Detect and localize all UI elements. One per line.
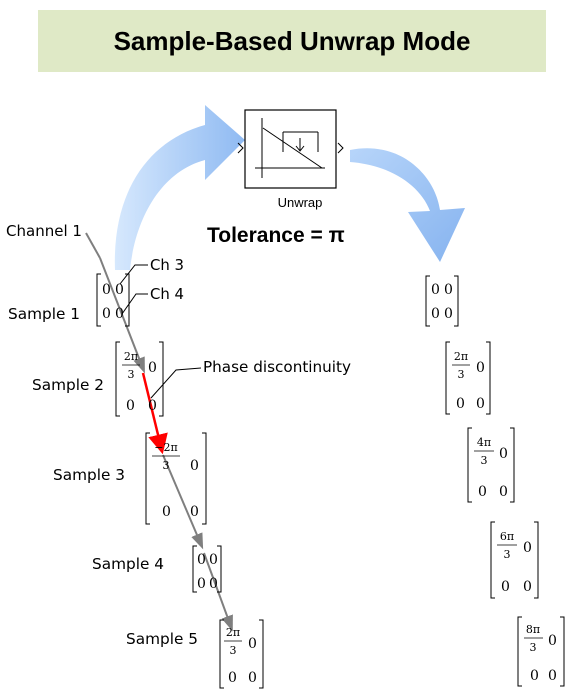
- channel1-leader: [85, 232, 101, 259]
- matrix-entry: 0: [523, 579, 532, 595]
- matrix-entry: 0: [548, 633, 557, 649]
- block-name: Unwrap: [278, 195, 323, 210]
- matrix-entry: 0: [248, 670, 257, 686]
- output-matrix-1: 0 0 0 0: [425, 275, 459, 327]
- ch3-leader: [119, 264, 148, 285]
- matrix-entry: 0: [115, 306, 124, 322]
- output-matrix-4: 6π 3 0 0 0: [490, 521, 539, 599]
- matrix-entry: 0: [102, 282, 111, 298]
- output-matrix-2: 2π 3 0 0 0: [445, 341, 491, 415]
- matrix-entry: 0: [523, 540, 532, 556]
- matrix-entry: 0: [431, 282, 440, 298]
- sample-5-label: Sample 5: [126, 630, 198, 648]
- matrix-entry: 0: [431, 306, 440, 322]
- output-flow-arrow: [350, 148, 465, 262]
- matrix-entry: 0: [456, 396, 465, 412]
- ch3-label: Ch 3: [150, 256, 184, 274]
- fraction-denominator: 3: [128, 368, 135, 381]
- input-matrix-5: 2π 3 0 0 0: [219, 619, 264, 689]
- matrix-entry: 0: [209, 552, 218, 568]
- phase-discontinuity-leader: [150, 367, 202, 399]
- unwrap-icon: [255, 118, 325, 178]
- channel1-path-a: [99, 257, 145, 374]
- matrix-entry: 0: [530, 668, 539, 684]
- matrix-entry: 0: [102, 306, 111, 322]
- matrix-entry: 0: [126, 398, 135, 414]
- fraction-denominator: 3: [504, 548, 511, 561]
- title-banner: Sample-Based Unwrap Mode: [38, 10, 546, 72]
- matrix-entry: 0: [248, 636, 257, 652]
- fraction-denominator: 3: [458, 368, 465, 381]
- fraction-numerator: 4π: [477, 436, 491, 449]
- output-matrix-5: 8π 3 0 0 0: [517, 616, 565, 687]
- matrix-entry: 0: [499, 446, 508, 462]
- sample-4-label: Sample 4: [92, 555, 164, 573]
- phase-discontinuity-arrow: [141, 372, 168, 455]
- channel1-label: Channel 1: [6, 222, 82, 240]
- channel1-path-b: [162, 454, 204, 550]
- input-matrix-1: 0 0 0 0: [96, 273, 130, 327]
- matrix-entry: 0: [148, 398, 157, 414]
- sample-2-label: Sample 2: [32, 376, 104, 394]
- input-matrix-4: 0 0 0 0: [192, 545, 222, 593]
- fraction-numerator: 2π: [226, 626, 240, 639]
- fraction-numerator: 2π: [124, 350, 138, 363]
- page-title: Sample-Based Unwrap Mode: [113, 25, 471, 56]
- fraction-denominator: 3: [530, 641, 537, 654]
- matrix-entry: 0: [115, 282, 124, 298]
- matrix-entry: 0: [478, 484, 487, 500]
- matrix-entry: 0: [148, 360, 157, 376]
- matrix-entry: 0: [501, 579, 510, 595]
- matrix-entry: 0: [499, 484, 508, 500]
- matrix-entry: 0: [190, 458, 199, 474]
- phase-discontinuity-label: Phase discontinuity: [203, 358, 351, 376]
- matrix-entry: 0: [162, 504, 171, 520]
- matrix-entry: 0: [209, 576, 218, 592]
- fraction-denominator: 3: [481, 454, 488, 467]
- matrix-entry: 0: [476, 360, 485, 376]
- input-matrix-3: −2π 3 0 0 0: [145, 432, 207, 525]
- unwrap-block[interactable]: [237, 109, 344, 189]
- matrix-entry: 0: [444, 282, 453, 298]
- matrix-entry: 0: [197, 552, 206, 568]
- sample-3-label: Sample 3: [53, 466, 125, 484]
- ch4-leader: [121, 293, 148, 315]
- sample-1-label: Sample 1: [8, 305, 80, 323]
- tolerance-label: Tolerance = π: [207, 224, 345, 247]
- fraction-denominator: 3: [163, 459, 170, 472]
- output-matrix-3: 4π 3 0 0 0: [467, 427, 515, 503]
- input-matrix-2: 2π 3 0 0 0: [115, 341, 164, 417]
- ch4-label: Ch 4: [150, 285, 184, 303]
- matrix-entry: 0: [476, 396, 485, 412]
- channel1-path-c: [203, 552, 233, 632]
- matrix-entry: 0: [548, 668, 557, 684]
- fraction-numerator: −2π: [154, 441, 177, 454]
- input-flow-arrow: [114, 105, 246, 270]
- fraction-numerator: 6π: [500, 530, 514, 543]
- fraction-numerator: 2π: [454, 350, 468, 363]
- matrix-entry: 0: [228, 670, 237, 686]
- fraction-numerator: 8π: [526, 623, 540, 636]
- matrix-entry: 0: [197, 576, 206, 592]
- fraction-denominator: 3: [230, 644, 237, 657]
- matrix-entry: 0: [190, 504, 199, 520]
- matrix-entry: 0: [444, 306, 453, 322]
